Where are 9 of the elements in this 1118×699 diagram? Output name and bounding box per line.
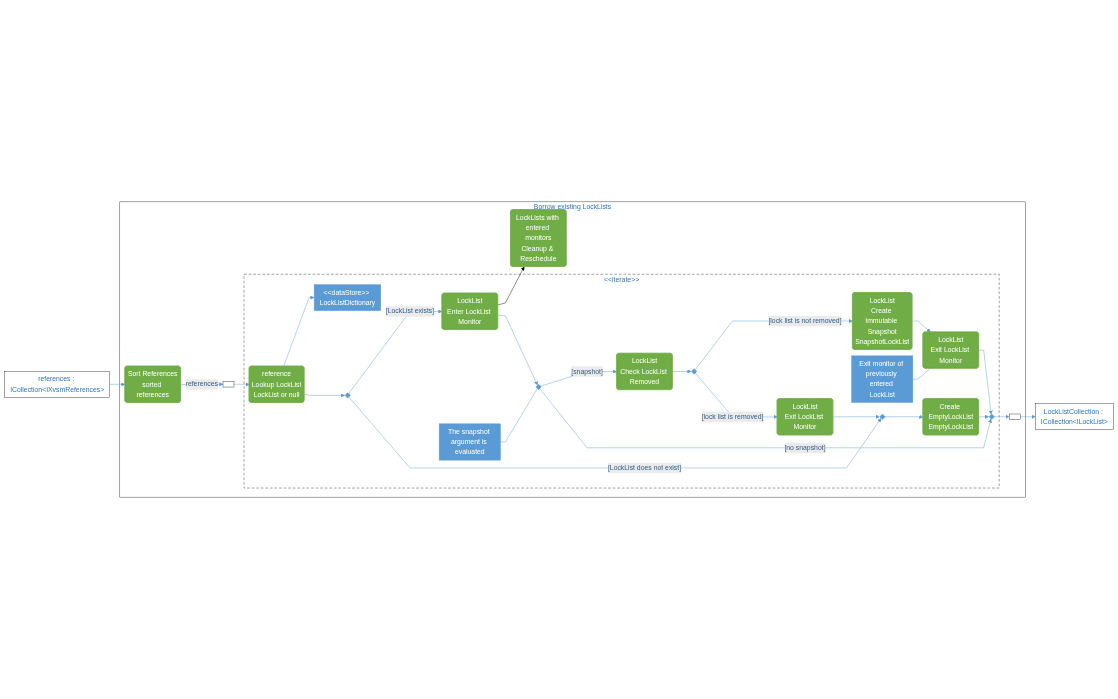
connector [500, 388, 538, 443]
node-diamond [344, 392, 351, 399]
node-diamond [988, 413, 995, 420]
node-box [222, 381, 235, 388]
node-box [1009, 413, 1021, 420]
node-diamond [535, 384, 542, 390]
connector [912, 368, 931, 380]
node-diamond [691, 368, 698, 375]
node-diamond [879, 413, 886, 420]
